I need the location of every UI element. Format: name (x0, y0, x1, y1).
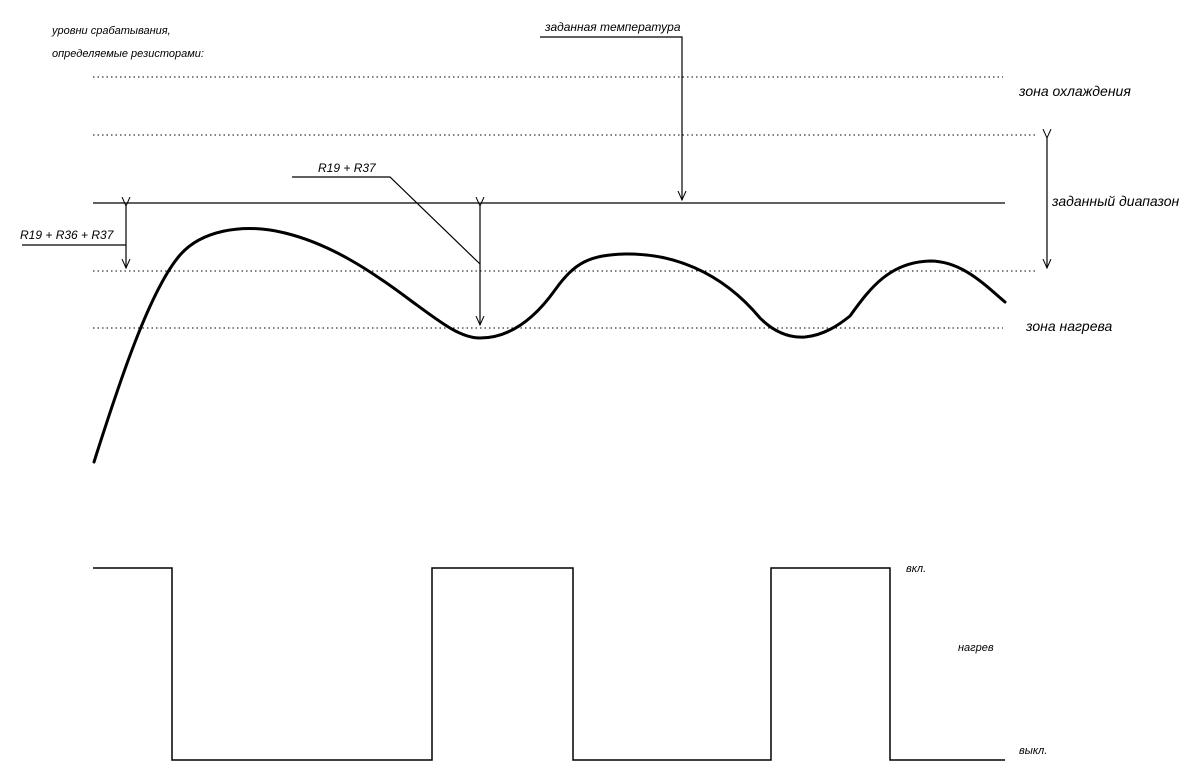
levels-caption-line1: уровни срабатывания, (51, 25, 171, 37)
set-range-label: заданный диапазон (1051, 193, 1180, 209)
r19-r36-r37-label: R19 + R36 + R37 (20, 228, 115, 242)
levels-caption-line2: определяемые резисторами: (52, 48, 204, 60)
temperature-curve (92, 227, 1007, 464)
off-label: выкл. (1019, 745, 1047, 757)
cooling-zone-label: зона охлаждения (1018, 83, 1131, 99)
r19-r37-label: R19 + R37 (318, 161, 377, 175)
setpoint-leader (540, 36, 682, 200)
setpoint-label: заданная температура (544, 20, 681, 34)
on-label: вкл. (906, 563, 926, 575)
heater-waveform (93, 567, 1005, 761)
heating-label: нагрев (958, 642, 994, 654)
heating-zone-label: зона нагрева (1025, 318, 1112, 334)
r19-r37-leader (292, 176, 481, 265)
